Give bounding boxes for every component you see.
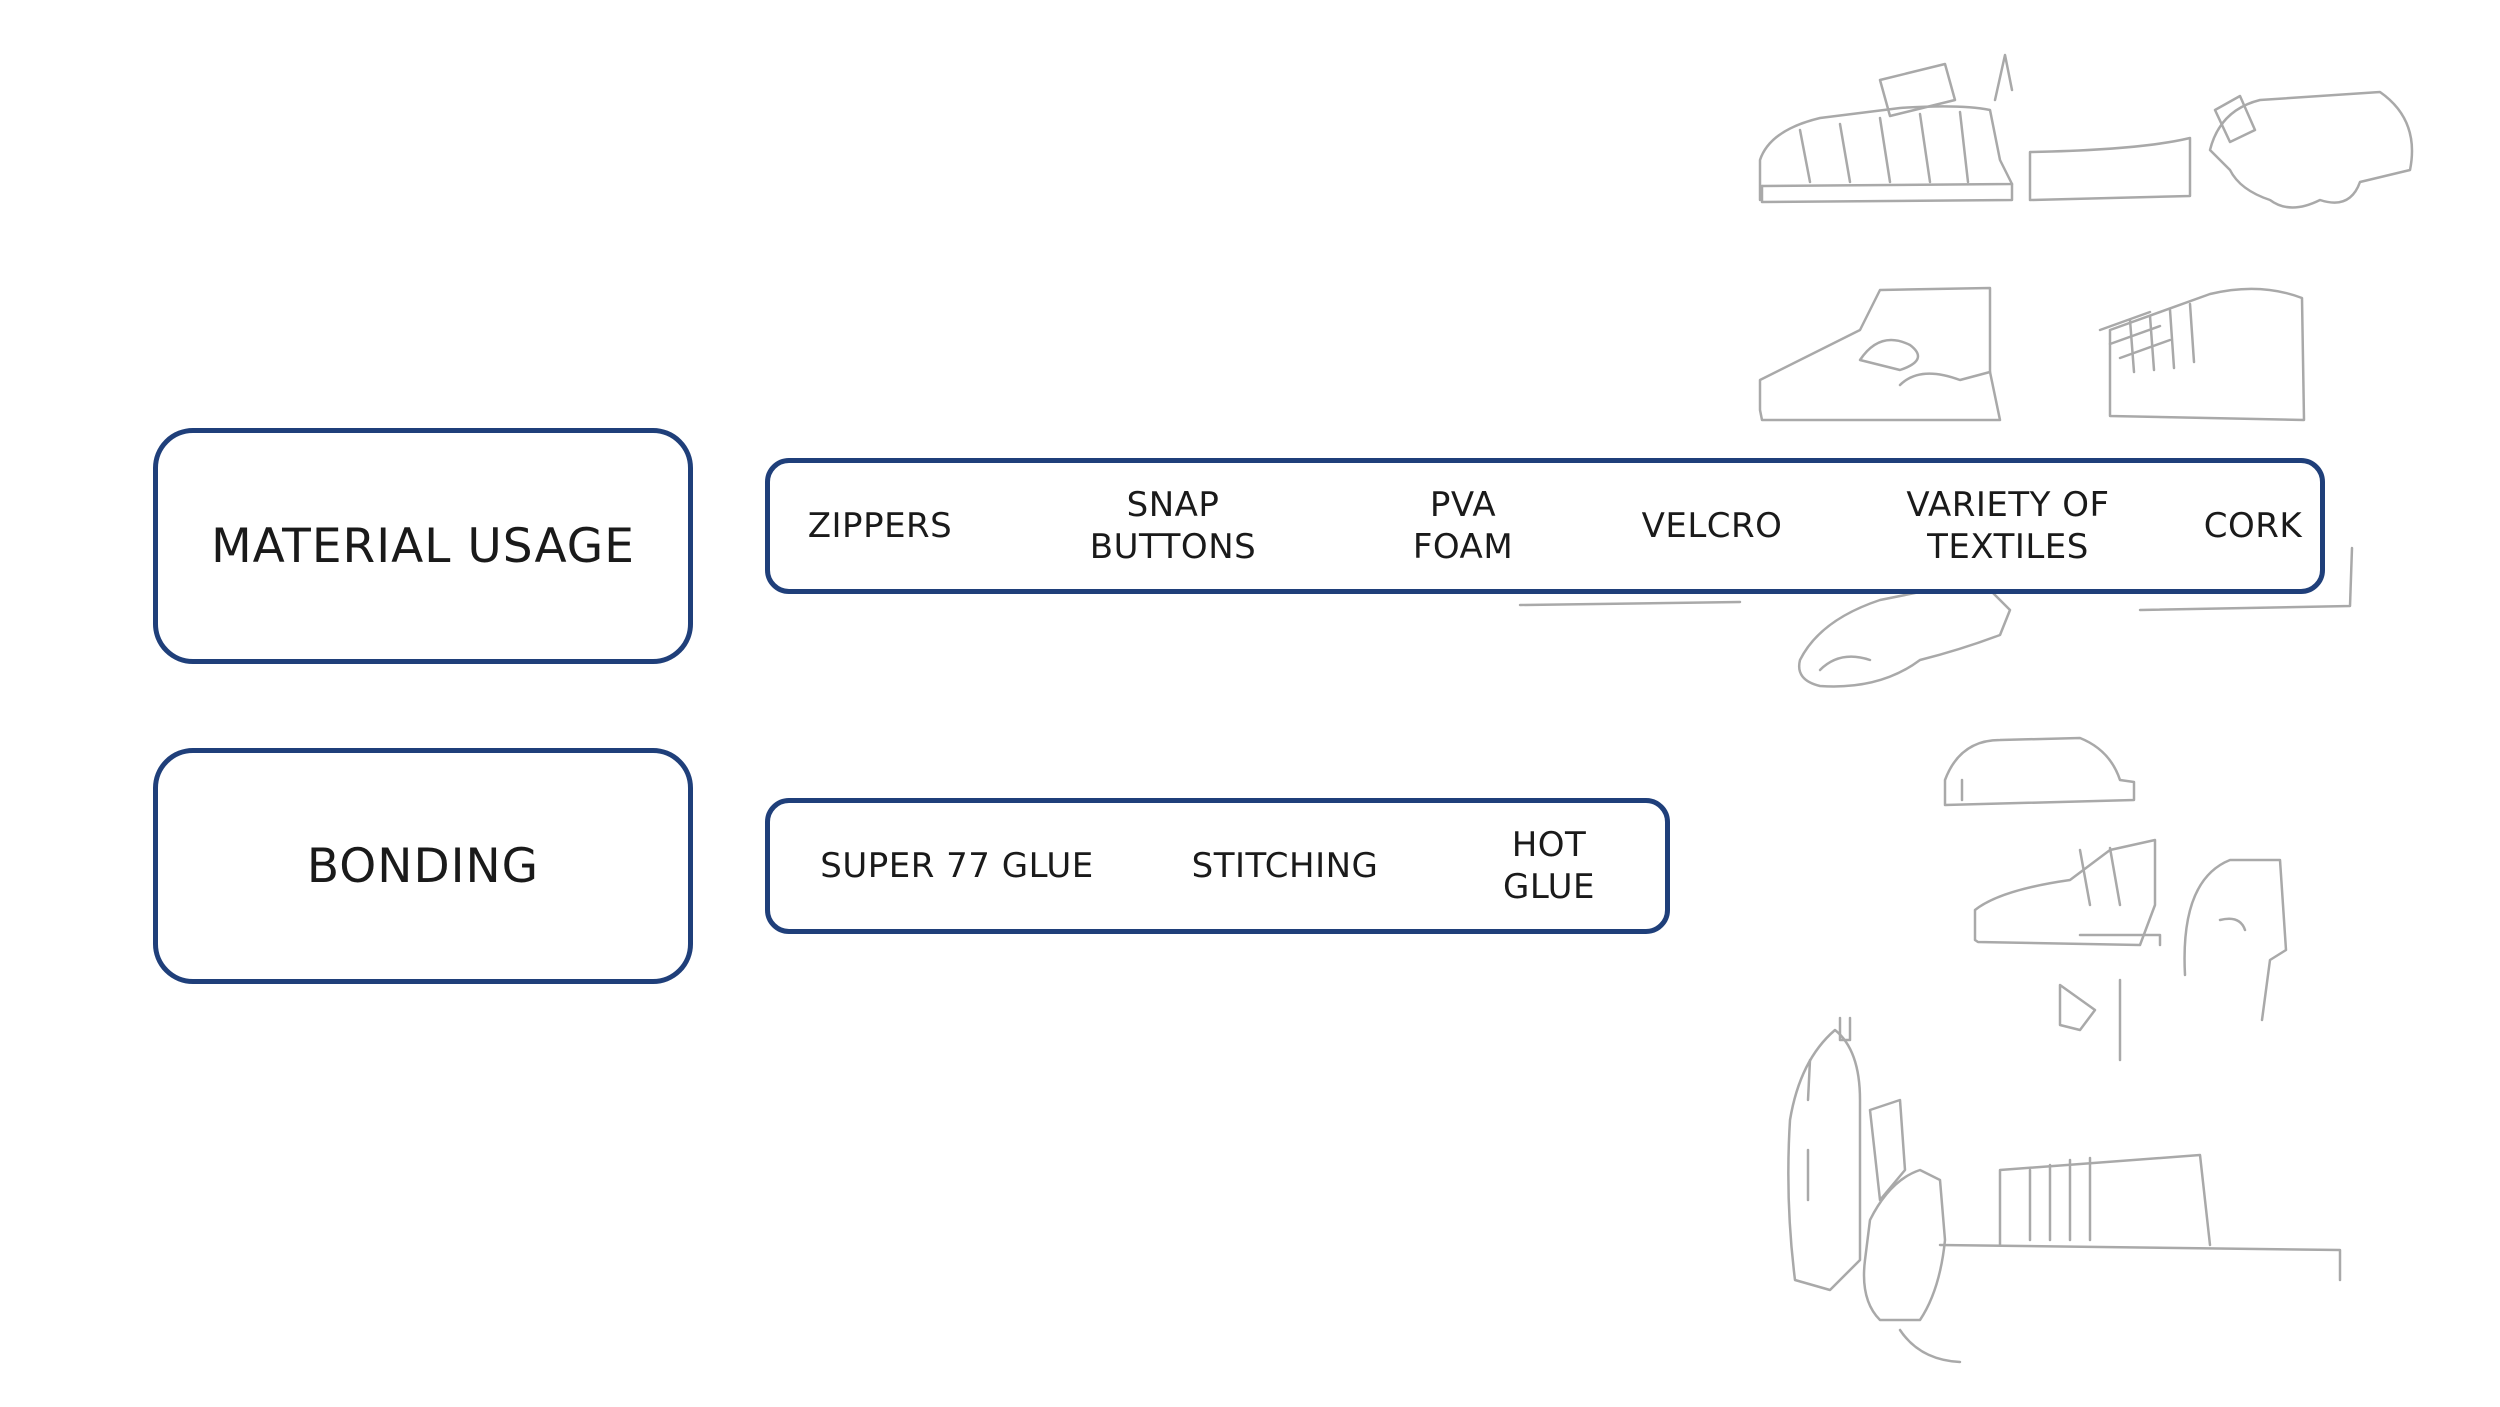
strap-shoe-sketch <box>1973 838 2162 947</box>
item-snap-buttons: SNAP BUTTONS <box>1089 485 1257 567</box>
material-usage-label: MATERIAL USAGE <box>211 518 635 574</box>
item-pva-foam: PVA FOAM <box>1412 485 1514 567</box>
bonding-label-box: BONDING <box>153 748 693 984</box>
slide-sketch <box>1943 736 2136 807</box>
item-zippers: ZIPPERS <box>807 506 953 546</box>
item-stitching: STITCHING <box>1191 846 1379 886</box>
bonding-label: BONDING <box>306 838 540 894</box>
item-variety-of-textiles: VARIETY OF TEXTILES <box>1906 485 2110 567</box>
foam-sketch-1 <box>2208 90 2414 209</box>
sandal-sketch-1 <box>1758 53 2014 204</box>
bonding-items-box: SUPER 77 GLUE STITCHING HOT GLUE <box>765 798 1670 934</box>
sandal-sketch-2 <box>1758 286 2002 422</box>
material-usage-label-box: MATERIAL USAGE <box>153 428 693 664</box>
block-sketch-2 <box>1938 1153 2342 1282</box>
item-hot-glue: HOT GLUE <box>1503 825 1595 907</box>
boot-sketch <box>2058 858 2288 1062</box>
tall-boot-sketch <box>1787 1016 1962 1364</box>
item-cork: CORK <box>2203 506 2303 546</box>
lace-sketch <box>2098 287 2306 422</box>
material-usage-items-box: ZIPPERS SNAP BUTTONS PVA FOAM VELCRO VAR… <box>765 458 2325 594</box>
block-sketch-1 <box>2028 136 2192 202</box>
sandal-sketch-3 <box>1518 546 2354 688</box>
item-super-77-glue: SUPER 77 GLUE <box>820 846 1094 886</box>
item-velcro: VELCRO <box>1641 506 1783 546</box>
